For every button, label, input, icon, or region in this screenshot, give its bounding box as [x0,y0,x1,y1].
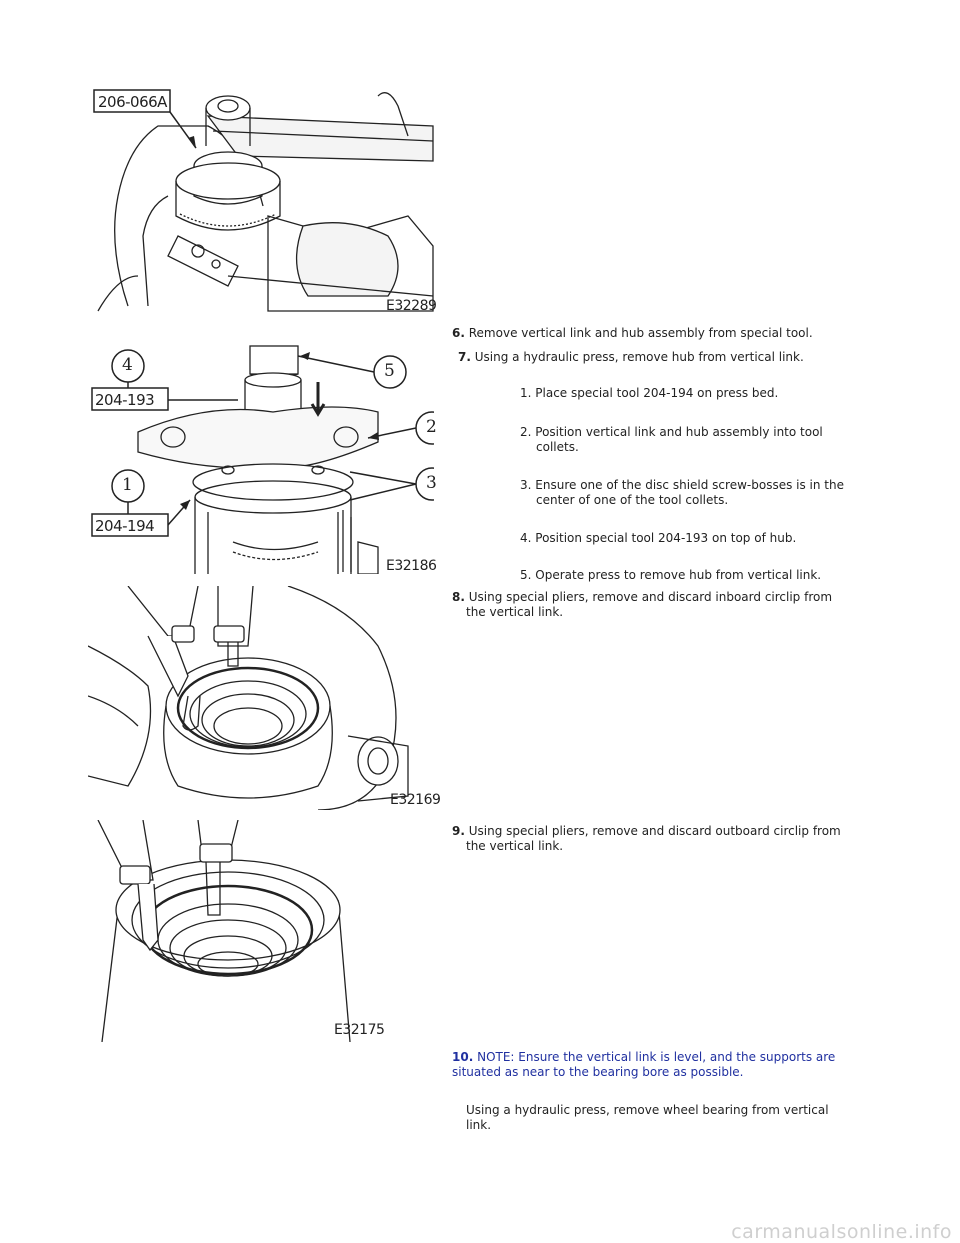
substep-text: Place special tool 204-194 on press bed. [535,386,779,400]
step-text-continued: the vertical link. [466,605,564,619]
callout-number: 5 [384,361,395,381]
callout-label: 204-194 [95,517,155,535]
callout-label: 204-193 [95,391,155,409]
substep-3: 3. Ensure one of the disc shield screw-b… [520,478,844,493]
substep-5: 5. Operate press to remove hub from vert… [520,568,821,583]
figure-e32169: E32169 [88,586,441,810]
substep-number: 5. [520,568,532,582]
watermark: carmanualsonline.info [731,1221,952,1243]
figure-id: E32169 [390,792,441,808]
figure-id: E32175 [334,1022,385,1038]
callout-label: 206-066A [98,93,167,111]
callout-number: 2 [426,417,437,437]
step-number: 6. [452,326,465,340]
step-6: 6. Remove vertical link and hub assembly… [452,326,813,341]
figure-e32175: E32175 [88,820,434,1042]
step-8: 8. Using special pliers, remove and disc… [452,590,832,605]
substep-4: 4. Position special tool 204-193 on top … [520,531,796,546]
substep-text: Operate press to remove hub from vertica… [535,568,822,582]
step-10-note: 10. NOTE: Ensure the vertical link is le… [452,1050,835,1065]
step-text: Remove vertical link and hub assembly fr… [468,326,813,340]
substep-1: 1. Place special tool 204-194 on press b… [520,386,778,401]
step-number: 7. [458,350,471,364]
callout-number: 1 [122,475,133,495]
step-text: Using special pliers, remove and discard… [468,590,833,604]
step-number: 10. [452,1050,474,1064]
substep-text-continued: center of one of the tool collets. [536,493,729,507]
substep-text: Position special tool 204-193 on top of … [535,531,797,545]
step-text: Using a hydraulic press, remove hub from… [474,350,804,364]
note-text-continued: situated as near to the bearing bore as … [452,1065,744,1079]
substep-text-continued: collets. [536,440,579,454]
step-number: 8. [452,590,465,604]
figure-e32169-drawing [88,586,409,810]
substep-number: 2. [520,425,532,439]
figure-e32175-drawing [97,820,351,1042]
substep-2: 2. Position vertical link and hub assemb… [520,425,823,440]
step-7: 7. Using a hydraulic press, remove hub f… [458,350,804,365]
step-number: 9. [452,824,465,838]
figure-e32186-drawing [91,345,434,574]
step-text: Using special pliers, remove and discard… [468,824,841,838]
note-text: NOTE: Ensure the vertical link is level,… [477,1050,836,1064]
figure-e32186: 4 204-193 5 2 3 1 204-194 E32186 [88,342,437,574]
substep-number: 4. [520,531,532,545]
substep-number: 1. [520,386,532,400]
step-10-text: Using a hydraulic press, remove wheel be… [466,1103,829,1117]
footer: carmanualsonline.info [0,1221,960,1243]
figure-e32289-drawing [93,89,434,312]
substep-text: Position vertical link and hub assembly … [535,425,823,439]
callout-number: 4 [122,355,133,375]
step-text-continued: link. [466,1118,492,1132]
step-9: 9. Using special pliers, remove and disc… [452,824,841,839]
figure-e32289: 206-066A E32289 [88,86,437,318]
step-text-continued: the vertical link. [466,839,564,853]
substep-number: 3. [520,478,532,492]
substep-text: Ensure one of the disc shield screw-boss… [535,478,844,492]
figure-id: E32289 [386,298,437,314]
callout-number: 3 [426,473,437,493]
figure-id: E32186 [386,558,437,574]
